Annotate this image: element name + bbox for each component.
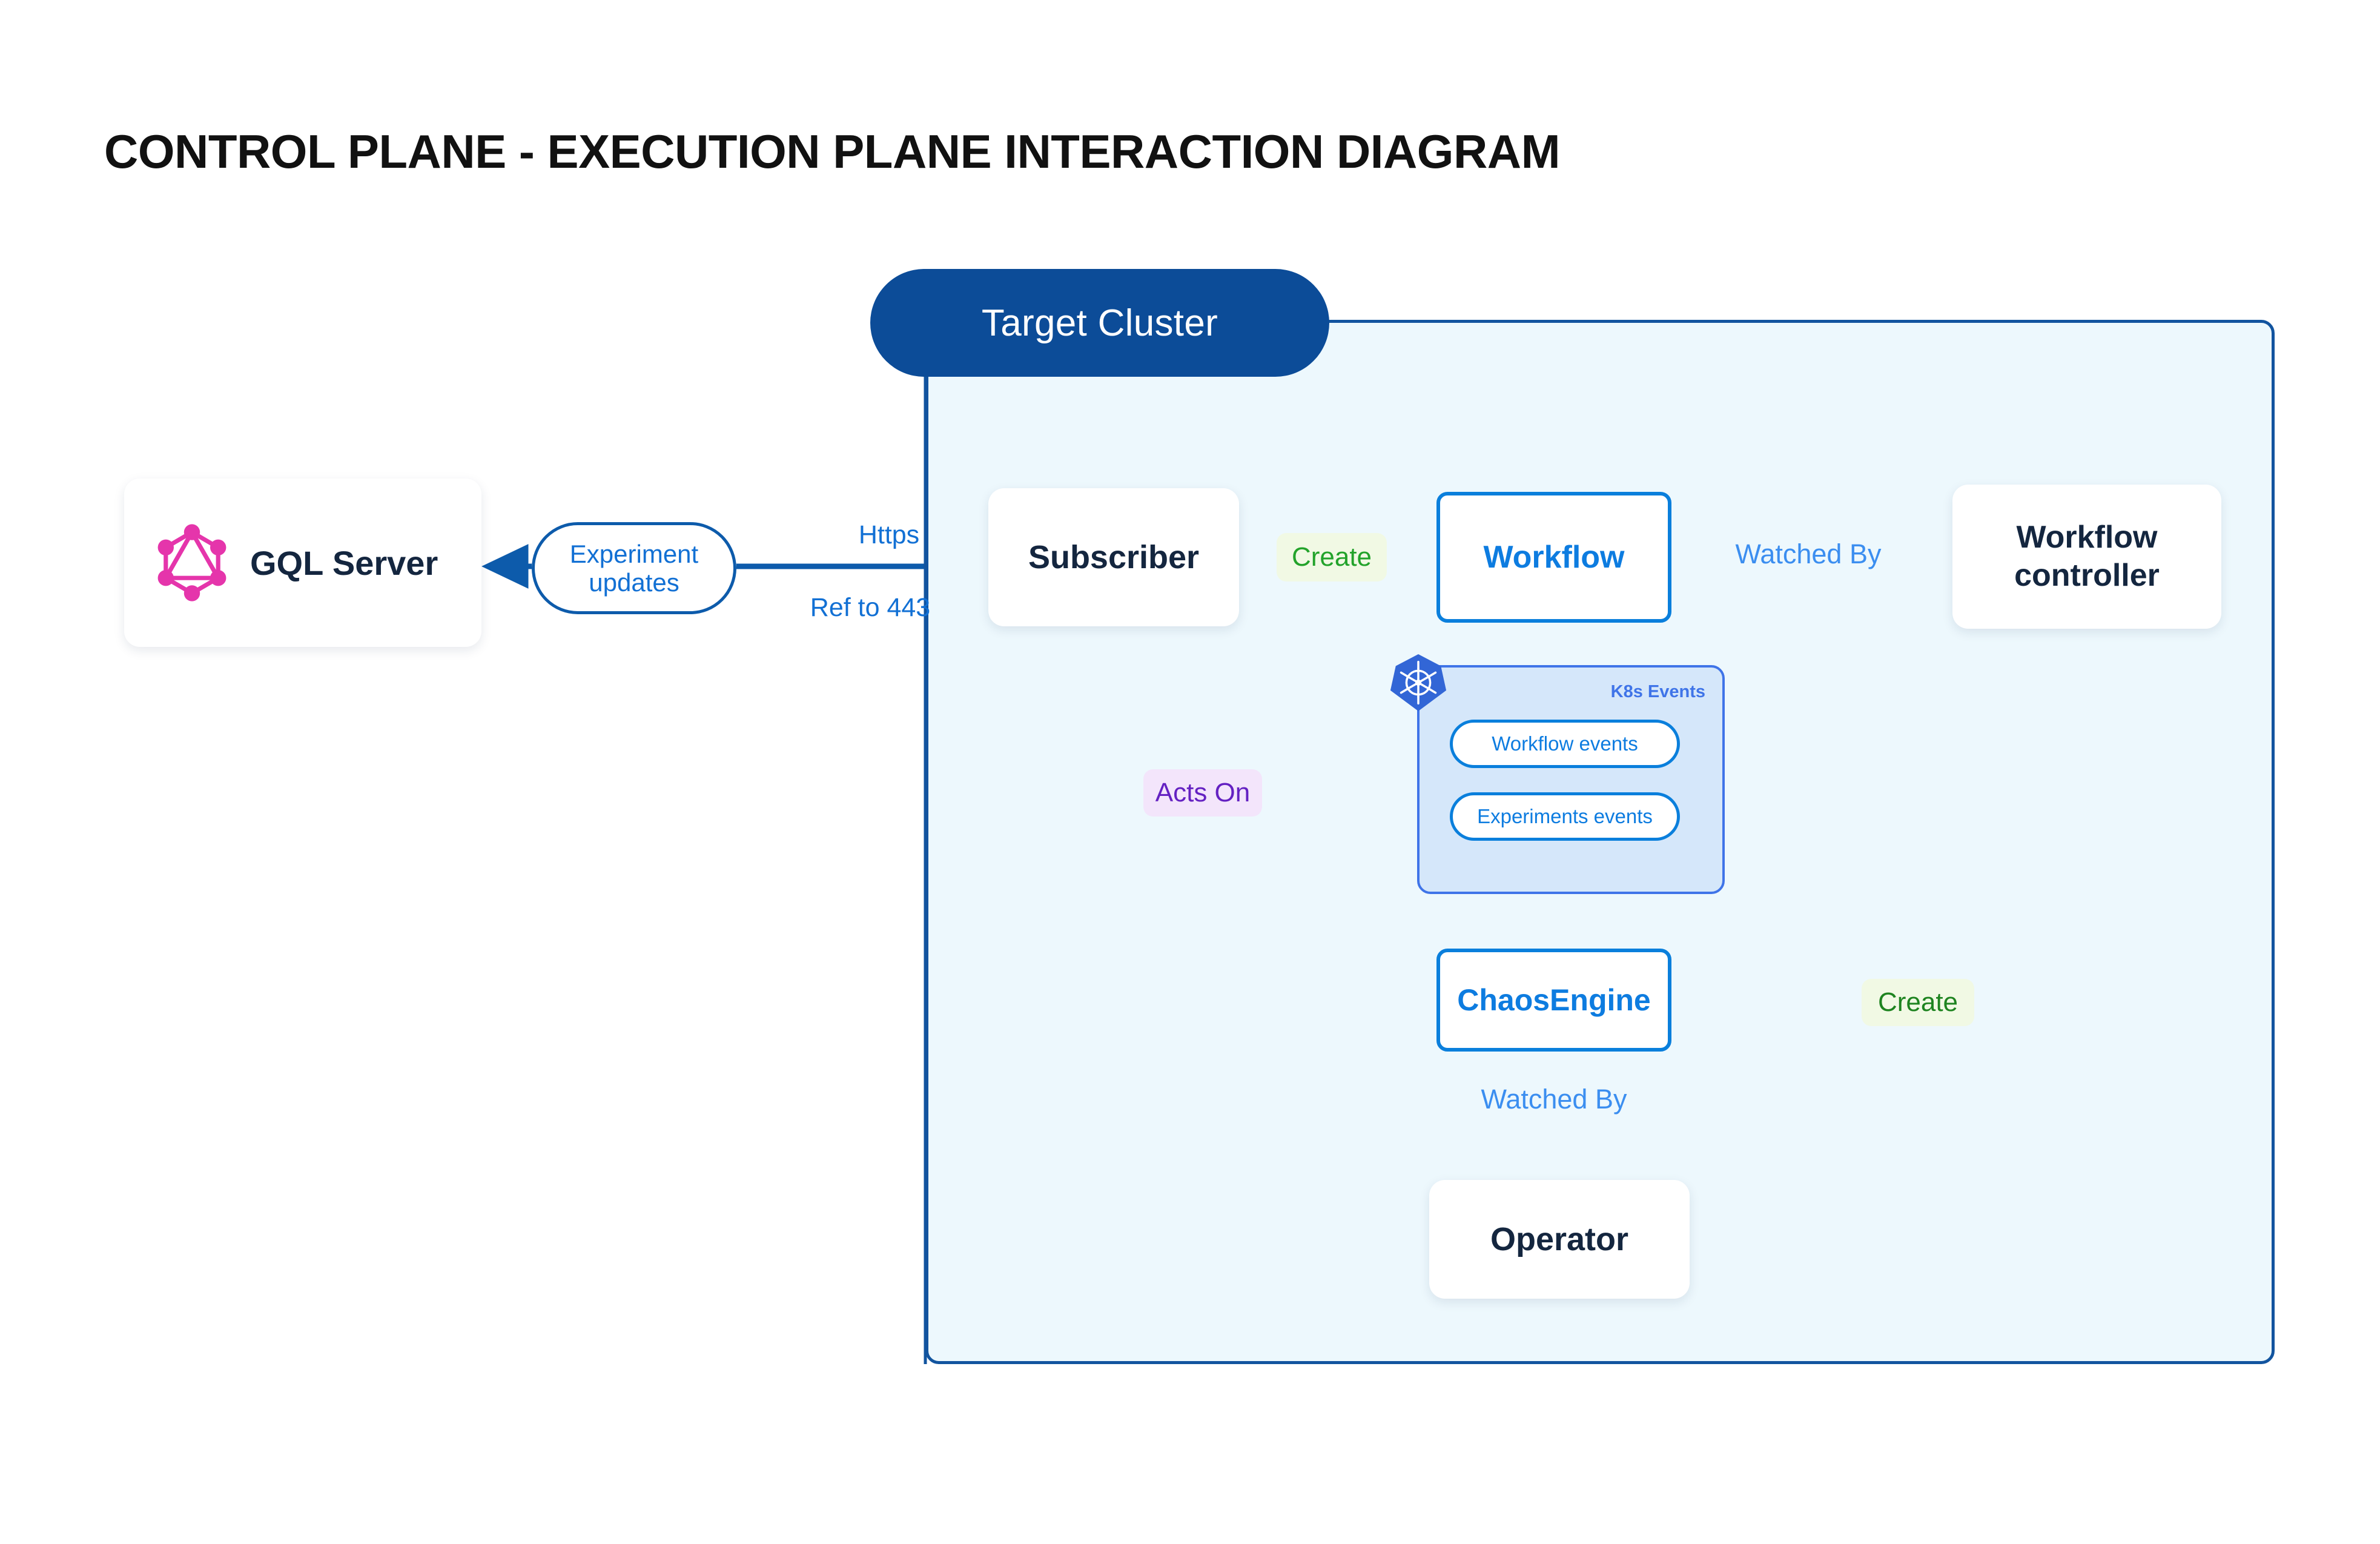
pill-workflow-events[interactable]: Workflow events xyxy=(1450,720,1680,768)
node-workflow[interactable]: Workflow xyxy=(1436,492,1671,623)
target-cluster-badge: Target Cluster xyxy=(870,269,1329,377)
pill-experiments-events[interactable]: Experiments events xyxy=(1450,792,1680,841)
node-operator[interactable]: Operator xyxy=(1429,1180,1690,1299)
pill-experiments-events-label: Experiments events xyxy=(1477,805,1653,827)
edge-label-create-chaosengine: Create xyxy=(1862,979,1974,1026)
pill-workflow-events-label: Workflow events xyxy=(1492,732,1638,755)
edge-label-https: Https xyxy=(858,520,920,549)
target-cluster-label: Target Cluster xyxy=(981,302,1218,344)
graphql-icon xyxy=(156,523,228,602)
edge-label-experiment-updates-line2: updates xyxy=(589,568,679,597)
edge-label-watched-by-controller: Watched By xyxy=(1735,538,1882,569)
edge-label-acts-on: Acts On xyxy=(1143,769,1262,817)
node-operator-label: Operator xyxy=(1490,1221,1629,1257)
node-workflow-label: Workflow xyxy=(1483,540,1625,575)
node-workflow-controller-line1: Workflow xyxy=(2016,519,2158,555)
node-chaosengine-label: ChaosEngine xyxy=(1457,983,1651,1017)
edge-label-ref-to-443: Ref to 443 xyxy=(810,592,931,622)
k8s-events-panel: K8s Events Workflow events Experiments e… xyxy=(1417,665,1725,894)
edge-label-watched-by-operator: Watched By xyxy=(1481,1084,1627,1115)
node-workflow-controller[interactable]: Workflow controller xyxy=(1952,485,2221,629)
edge-label-experiment-updates: Experiment updates xyxy=(532,522,736,614)
node-subscriber-label: Subscriber xyxy=(1028,539,1200,575)
node-subscriber[interactable]: Subscriber xyxy=(988,488,1239,626)
kubernetes-icon xyxy=(1389,652,1448,713)
edge-label-create-workflow: Create xyxy=(1277,533,1387,581)
k8s-events-title: K8s Events xyxy=(1610,682,1705,701)
node-gql-server[interactable]: GQL Server xyxy=(124,479,481,647)
page-title: CONTROL PLANE - EXECUTION PLANE INTERACT… xyxy=(104,125,1561,178)
node-gql-server-label: GQL Server xyxy=(250,543,438,582)
edge-label-experiment-updates-line1: Experiment xyxy=(569,539,699,568)
node-chaosengine[interactable]: ChaosEngine xyxy=(1436,949,1671,1052)
node-workflow-controller-line2: controller xyxy=(2014,558,2160,593)
